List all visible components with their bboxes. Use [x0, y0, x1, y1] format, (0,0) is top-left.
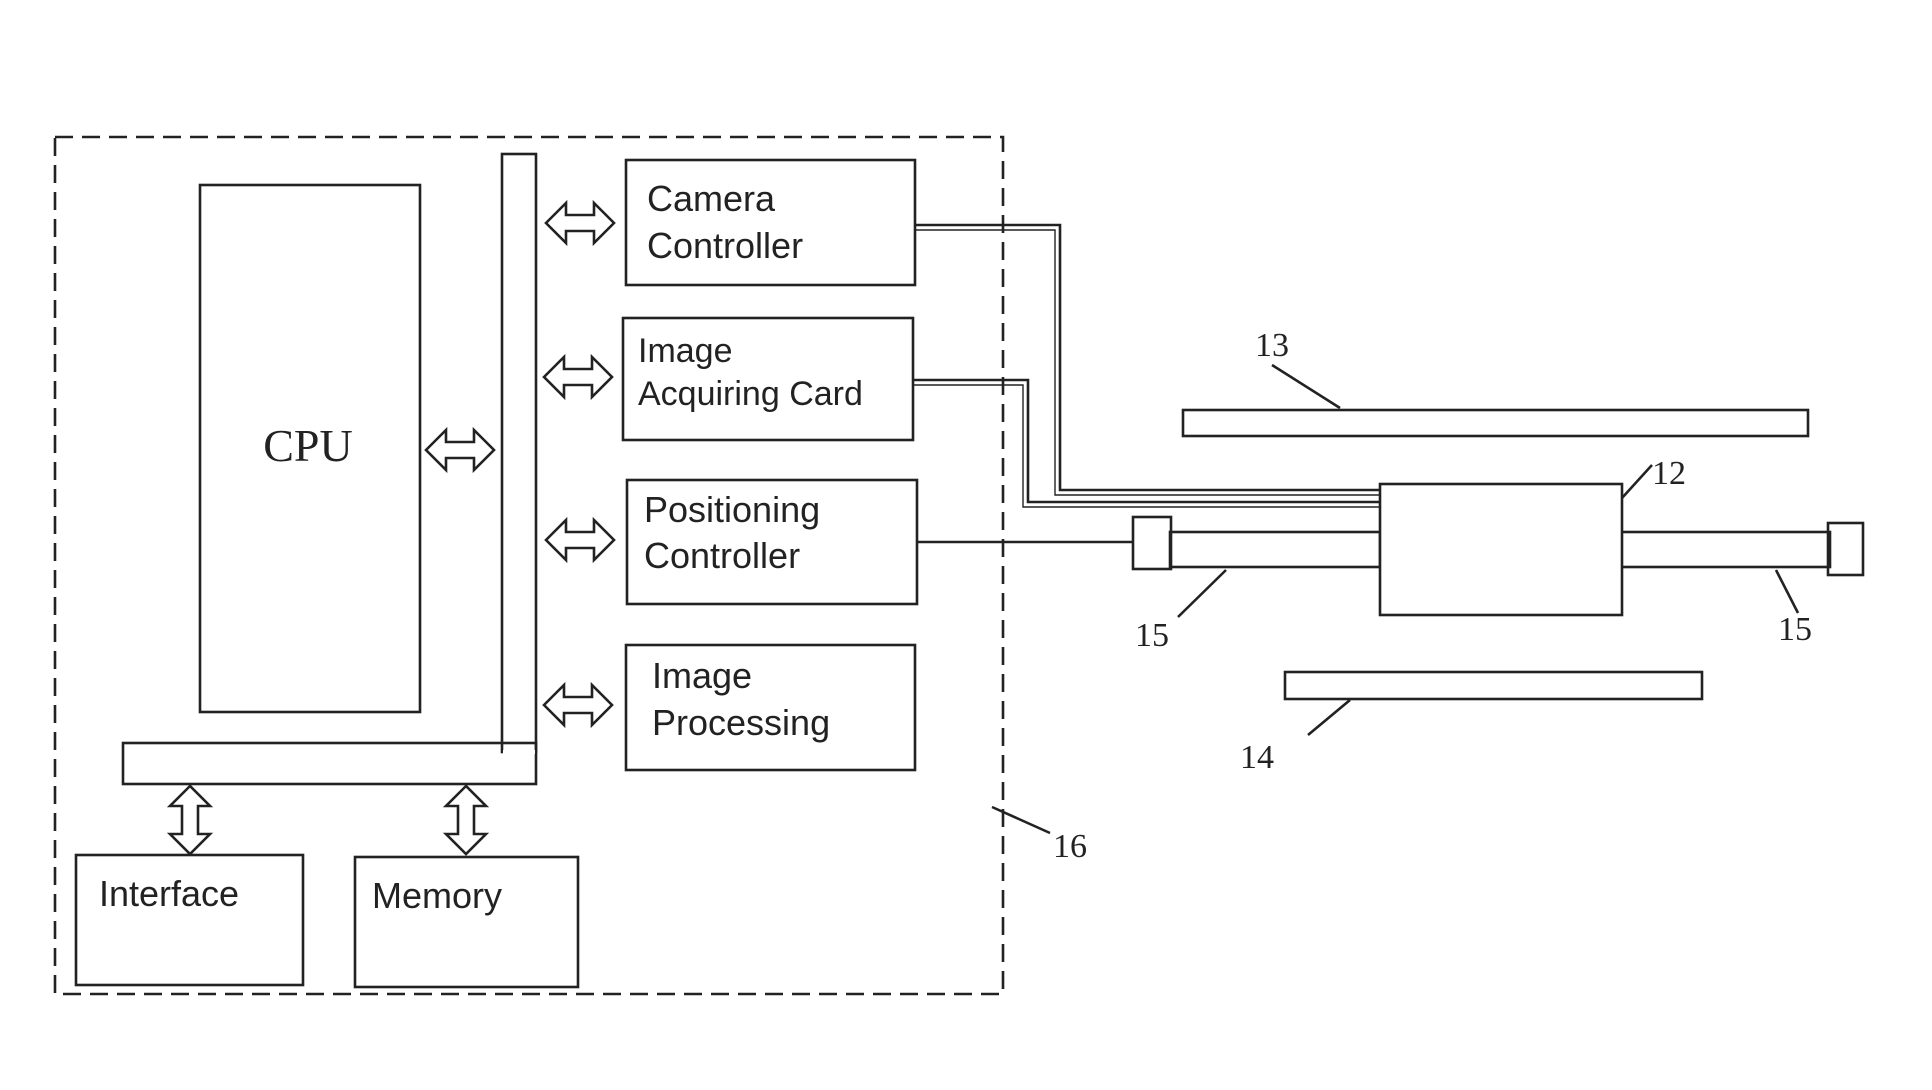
positioning-controller-label-line2: Controller — [644, 535, 800, 576]
guide-rail-right — [1620, 532, 1830, 567]
positioning-controller-label: Positioning Controller — [644, 489, 830, 576]
camera-controller-label-line2: Controller — [647, 225, 803, 266]
bus-memory-arrow-icon — [446, 786, 486, 854]
positioning-controller-label-line1: Positioning — [644, 489, 820, 530]
bus-image-processing-arrow-icon — [544, 685, 612, 725]
bus-camera-controller-arrow-icon — [546, 203, 614, 243]
leader-15-right — [1776, 570, 1798, 613]
cpu-label: CPU — [263, 420, 352, 471]
ref-15-left: 15 — [1135, 617, 1169, 654]
bus-vertical — [502, 154, 536, 752]
image-processing-label-line1: Image — [652, 655, 752, 696]
leader-14 — [1308, 700, 1350, 735]
rail-end-right — [1828, 523, 1863, 575]
lower-plate — [1285, 672, 1702, 699]
image-acquiring-card-label: Image Acquiring Card — [638, 332, 863, 413]
image-acquiring-card-label-line2: Acquiring Card — [638, 375, 863, 413]
bus-interface-arrow-icon — [170, 786, 210, 854]
image-processing-label: Image Processing — [652, 655, 830, 743]
memory-label: Memory — [372, 875, 502, 916]
camera-controller-cable — [915, 225, 1380, 490]
leader-15-left — [1178, 570, 1226, 617]
leader-16 — [992, 807, 1050, 833]
cpu-bus-arrow-icon — [426, 430, 494, 470]
bus-positioning-controller-arrow-icon — [546, 520, 614, 560]
leader-12 — [1622, 465, 1652, 498]
ref-12: 12 — [1652, 455, 1686, 492]
bus-image-acquiring-card-arrow-icon — [544, 357, 612, 397]
camera-controller-cable-inner — [915, 230, 1380, 495]
camera-assembly — [1380, 484, 1622, 615]
leader-13 — [1272, 365, 1340, 408]
ref-13: 13 — [1255, 327, 1289, 364]
interface-label: Interface — [99, 873, 239, 914]
ref-14: 14 — [1240, 739, 1274, 776]
image-processing-label-line2: Processing — [652, 702, 830, 743]
ref-16: 16 — [1053, 828, 1087, 865]
rail-end-left — [1133, 517, 1171, 569]
image-acquiring-card-label-line1: Image — [638, 332, 733, 370]
camera-controller-label: Camera Controller — [647, 178, 803, 266]
ref-15-right: 15 — [1778, 611, 1812, 648]
bus-horizontal — [123, 743, 536, 784]
computer-unit-boundary — [55, 137, 1003, 994]
camera-controller-label-line1: Camera — [647, 178, 776, 219]
guide-rail-left — [1170, 532, 1380, 567]
upper-plate — [1183, 410, 1808, 436]
image-acquiring-card-cable — [913, 380, 1380, 502]
